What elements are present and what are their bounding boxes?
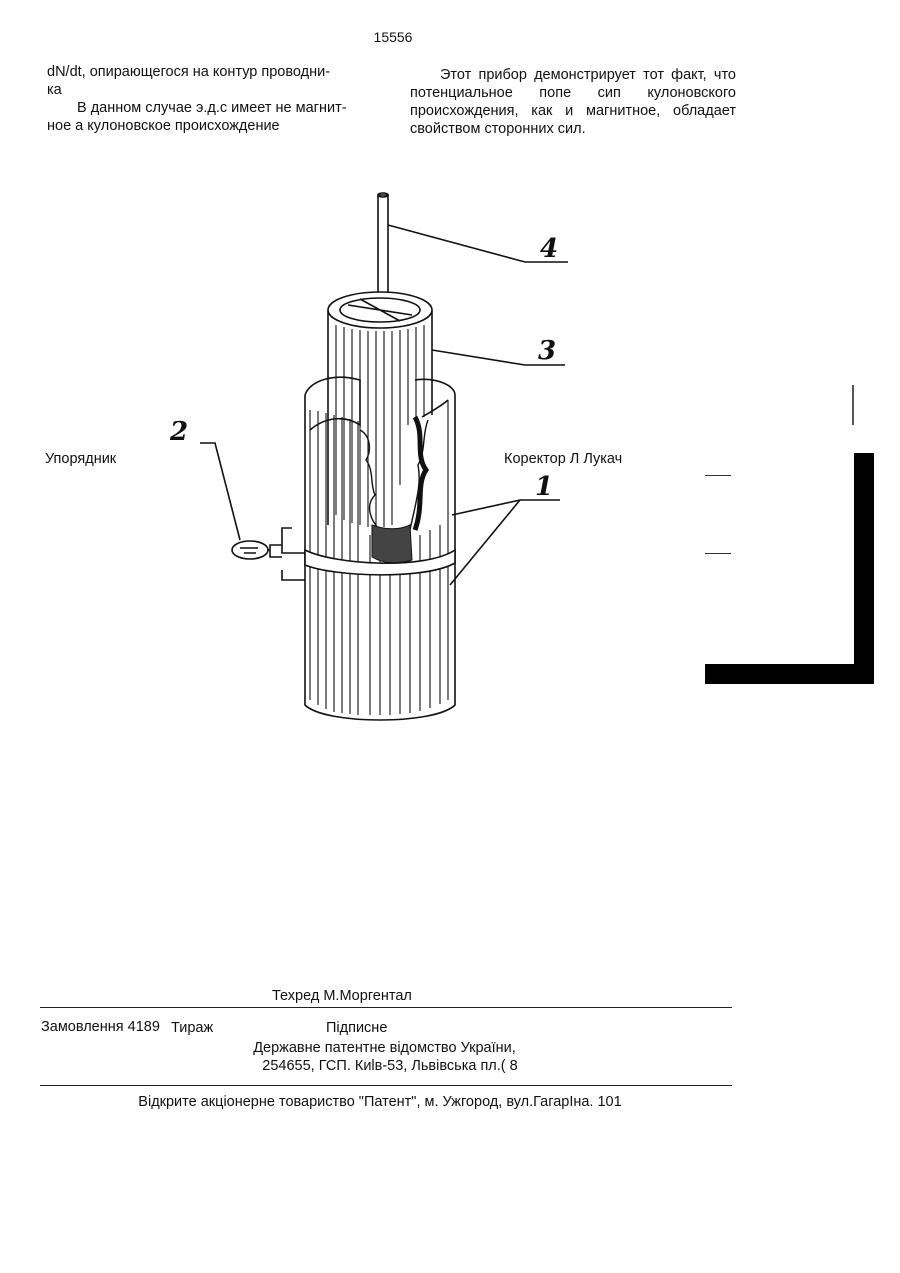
right-column: Этот прибор демонстрирует тот факт, что … — [410, 66, 736, 138]
left-para-2-line-2: ное а кулоновское происхождение — [47, 117, 377, 135]
left-para-1-line-2: ка — [47, 81, 377, 99]
terminal-2 — [232, 541, 270, 559]
margin-bar-horizontal — [705, 664, 874, 684]
margin-tick-2 — [705, 553, 731, 554]
leader-2 — [200, 443, 240, 540]
clamp-band — [270, 528, 455, 580]
left-para-1-line-1: dN/dt, опирающегося на контур проводни- — [47, 63, 377, 81]
techred: Техред М.Моргентал — [272, 988, 412, 1004]
divider-top — [40, 1007, 732, 1008]
organization: Державне патентне відомство України, — [0, 1040, 769, 1056]
label-4: 4 — [540, 234, 558, 264]
inner-cylinder-3 — [328, 292, 432, 527]
label-1: 1 — [535, 472, 553, 502]
left-para-2-line-1: В данном случае э.д.с имеет не магнит- — [47, 99, 377, 117]
subscription-label: Підписне — [326, 1020, 387, 1036]
leader-1 — [450, 500, 560, 585]
device-figure: 4 3 2 1 — [160, 185, 580, 735]
circulation-label: Тираж — [171, 1020, 213, 1036]
margin-mark-top — [852, 385, 854, 425]
page-number: 15556 — [0, 29, 786, 45]
address: 254655, ГСП. Киlв-53, Львівська пл.( 8 — [0, 1058, 780, 1074]
label-3: 3 — [538, 336, 556, 366]
compiler-label: Упорядник — [45, 451, 116, 467]
margin-bar-vertical — [854, 453, 874, 684]
order-number: Замовлення 4189 — [41, 1019, 160, 1035]
margin-tick-1 — [705, 475, 731, 476]
divider-bottom — [40, 1085, 732, 1086]
label-2: 2 — [169, 417, 188, 447]
left-column: dN/dt, опирающегося на контур проводни- … — [47, 63, 377, 135]
publisher: Відкрите акціонерне товариство "Патент",… — [0, 1094, 760, 1110]
right-paragraph: Этот прибор демонстрирует тот факт, что … — [410, 66, 736, 138]
